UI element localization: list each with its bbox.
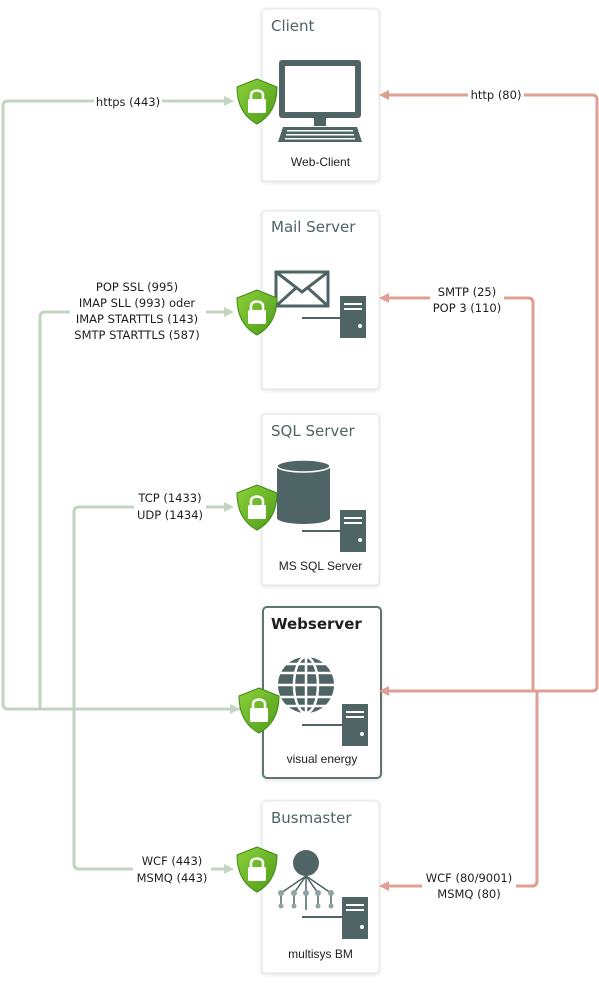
connection-label: POP SSL (995) (96, 280, 178, 294)
secure-labels: https (443) POP SSL (995) IMAP SLL (993)… (70, 94, 211, 886)
plain-connection-lines (379, 90, 599, 891)
node-caption: MS SQL Server (279, 559, 363, 573)
connection-label: MSMQ (443) (137, 871, 208, 885)
connection-label: IMAP STARTTLS (143) (76, 312, 198, 326)
node-title: Webserver (271, 615, 362, 633)
connection-label: POP 3 (110) (433, 301, 501, 315)
node-card-sql-server: SQL Server MS SQL Server (261, 413, 380, 586)
node-title: SQL Server (271, 422, 355, 440)
plain-labels: http (80) SMTP (25) POP 3 (110) WCF (80/… (422, 88, 524, 903)
mail-icon (274, 270, 330, 308)
node-title: Mail Server (271, 218, 356, 236)
network-node-icon (278, 850, 334, 910)
secure-connection-lines (1, 96, 248, 874)
server-icon (340, 296, 366, 338)
node-title: Client (271, 17, 315, 35)
connection-label: TCP (1433) (137, 491, 201, 505)
server-icon (342, 897, 368, 939)
globe-icon (278, 655, 334, 715)
node-caption: multisys BM (288, 947, 353, 961)
node-caption: visual energy (287, 752, 358, 766)
connection-label: SMTP (25) (438, 285, 496, 299)
connection-label: WCF (443) (142, 854, 203, 868)
computer-icon (278, 60, 362, 142)
node-card-client: Client Web-Client (261, 8, 380, 182)
database-icon (276, 459, 331, 524)
connection-label: UDP (1434) (137, 508, 203, 522)
connection-label: IMAP SLL (993) oder (79, 296, 196, 310)
node-card-webserver: Webserver visual energy (262, 606, 382, 779)
server-icon (340, 510, 366, 552)
connection-label: MSMQ (80) (437, 887, 500, 901)
server-icon (342, 704, 368, 746)
node-card-mail-server: Mail Server (261, 210, 380, 390)
connection-label: WCF (80/9001) (426, 871, 512, 885)
node-title: Busmaster (271, 809, 352, 827)
node-caption: Web-Client (291, 155, 351, 169)
connection-label: https (443) (96, 95, 160, 109)
connection-label: http (80) (471, 88, 522, 102)
connection-label: SMTP STARTTLS (587) (74, 328, 199, 342)
node-card-busmaster: Busmaster multisys BM (261, 800, 380, 974)
